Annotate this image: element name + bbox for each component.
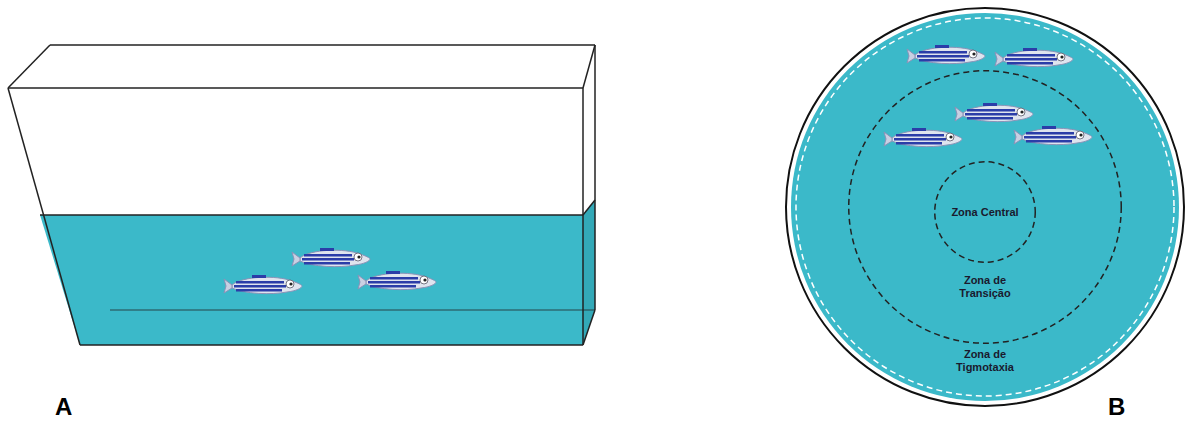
zone-label: Zona de Transição	[950, 274, 1020, 300]
zone-label: Zona de Tigmotaxia	[945, 348, 1025, 374]
central-zone: Zona Central	[934, 161, 1036, 263]
arena-water	[791, 13, 1179, 401]
water	[40, 215, 583, 345]
water-side	[583, 200, 595, 345]
panel-letter: A	[55, 393, 72, 421]
transition-zone: Zona de Transição Zona Central	[848, 70, 1122, 344]
zone-circle	[786, 8, 1184, 406]
zone-circle	[935, 162, 1036, 263]
tigmotaxis-zone: Zona de TigmotaxiaZona de TransiçãoZona …	[785, 7, 1185, 407]
zone-label: Zona Central	[950, 206, 1020, 219]
arena-rim	[785, 7, 1185, 407]
zone-circle	[849, 71, 1122, 344]
tank-outline	[8, 45, 595, 345]
panel-letter: B	[1108, 393, 1125, 421]
wall-dashes	[796, 18, 1174, 396]
